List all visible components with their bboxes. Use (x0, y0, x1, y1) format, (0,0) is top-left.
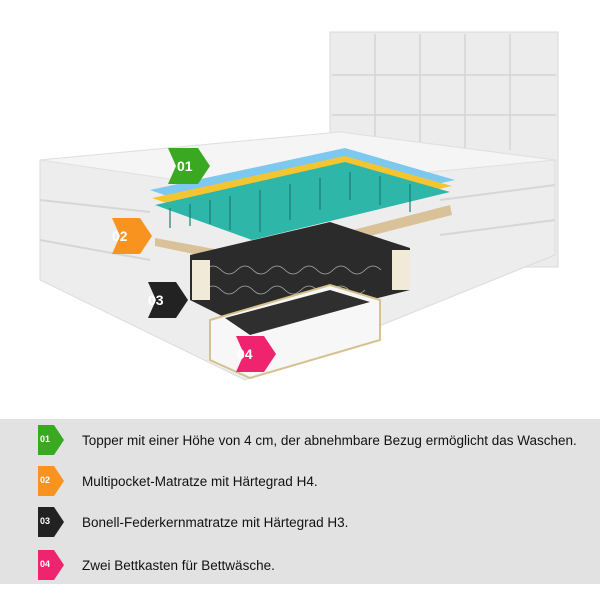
layer-legend: 01 Topper mit einer Höhe von 4 cm, der a… (0, 419, 600, 584)
badge-01-icon: 01 (38, 425, 64, 455)
svg-text:01: 01 (177, 158, 193, 174)
svg-text:03: 03 (148, 292, 164, 308)
layer-03-marker: 03 (148, 282, 188, 318)
badge-02-icon: 02 (38, 466, 64, 496)
layer-04-marker: 04 (236, 336, 276, 372)
svg-text:02: 02 (112, 228, 128, 244)
boxspring-bed-cutaway-illustration: 01 02 03 04 (39, 31, 559, 381)
legend-text: Topper mit einer Höhe von 4 cm, der abne… (82, 432, 577, 448)
legend-item-01: 01 Topper mit einer Höhe von 4 cm, der a… (38, 425, 577, 455)
svg-text:04: 04 (237, 346, 253, 362)
legend-item-03: 03 Bonell-Federkernmatratze mit Härtegra… (38, 507, 348, 537)
legend-text: Zwei Bettkasten für Bettwäsche. (82, 557, 275, 573)
legend-text: Bonell-Federkernmatratze mit Härtegrad H… (82, 514, 349, 530)
legend-text: Multipocket-Matratze mit Härtegrad H4. (82, 473, 318, 489)
layer-02-marker: 02 (112, 218, 152, 254)
badge-04-icon: 04 (38, 550, 64, 580)
legend-item-04: 04 Zwei Bettkasten für Bettwäsche. (38, 550, 275, 580)
layer-01-marker: 01 (168, 148, 210, 184)
badge-03-icon: 03 (38, 507, 64, 537)
legend-item-02: 02 Multipocket-Matratze mit Härtegrad H4… (38, 466, 318, 496)
pocket-spring-layer (155, 162, 452, 266)
